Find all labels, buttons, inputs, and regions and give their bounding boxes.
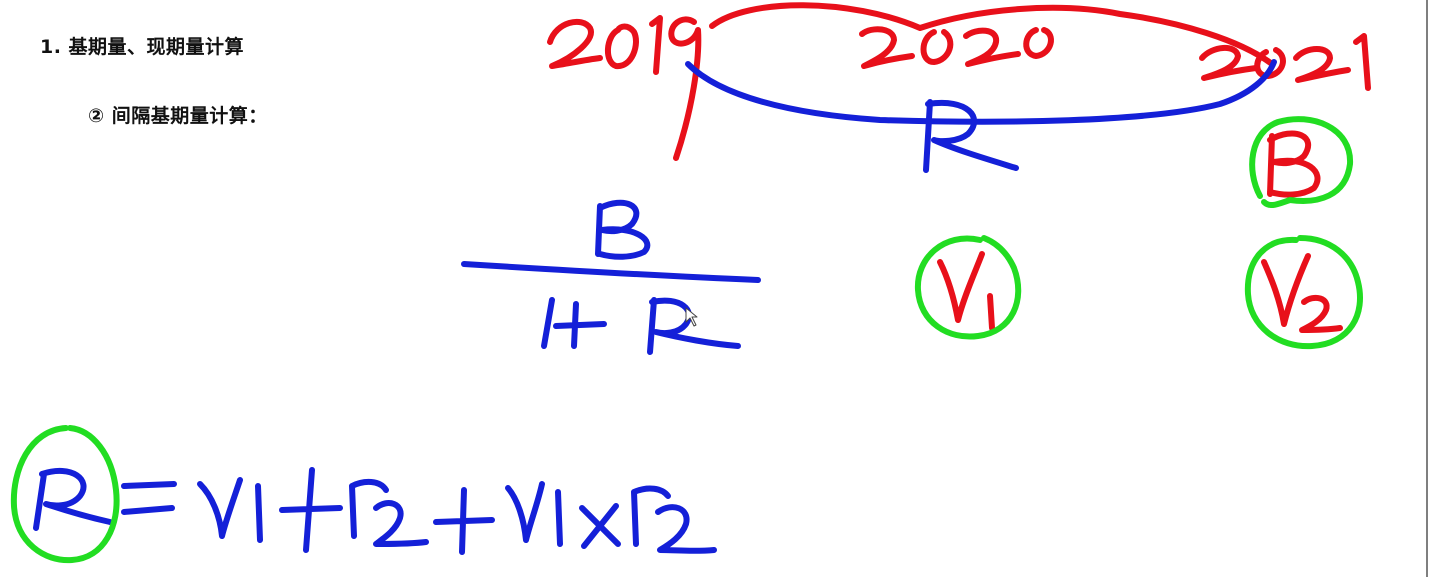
label-R-top [923, 99, 1019, 173]
year-2019-ink [547, 15, 702, 161]
year-2021-ink [1199, 33, 1371, 91]
page-heading: 1. 基期量、现期量计算 [40, 36, 245, 58]
circled-r1 [914, 235, 1022, 340]
section-subheading: ② 间隔基期量计算： [88, 105, 268, 127]
circled-r2 [1244, 235, 1363, 350]
formula-R [10, 425, 717, 564]
pen-cursor [685, 307, 698, 327]
circled-B [1249, 116, 1354, 209]
interval-arc [685, 59, 1277, 125]
year-2020-ink [859, 26, 1054, 69]
arc-2019-to-2021 [709, 2, 1275, 67]
right-edge-divider [1426, 0, 1428, 577]
fraction-B-over-1-plus-R [461, 199, 761, 355]
